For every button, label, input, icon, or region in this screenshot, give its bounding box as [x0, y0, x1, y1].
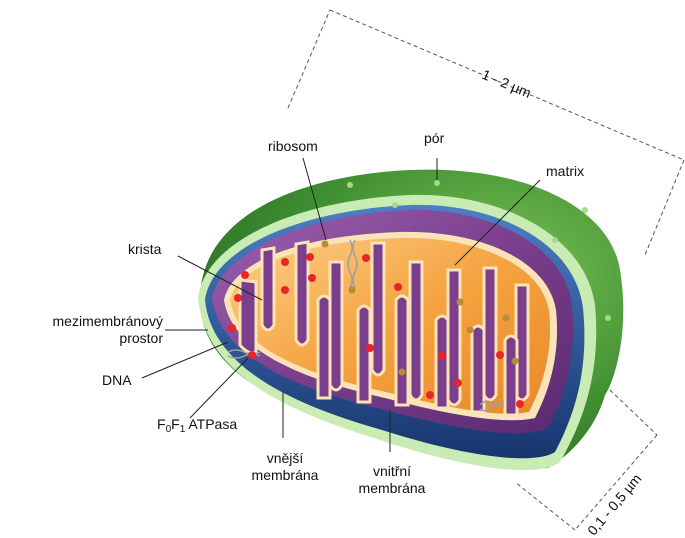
label-vnejsi-membrana: vnější membrána: [240, 450, 330, 484]
label-vnejsi-line2: membrána: [240, 467, 330, 484]
label-mezimembranovy-line2: prostor: [8, 330, 163, 347]
label-dna: DNA: [102, 372, 132, 389]
label-vnejsi-line1: vnější: [240, 450, 330, 467]
atpasa-f: F: [157, 416, 166, 432]
atpasa-f2: F: [171, 416, 180, 432]
label-krista: krista: [128, 241, 161, 258]
label-vnitrni-line1: vnitřní: [352, 463, 432, 480]
label-por: pór: [424, 130, 444, 147]
label-ribosom: ribosom: [268, 138, 318, 155]
label-vnitrni-membrana: vnitřní membrána: [352, 463, 432, 497]
label-mezimembranovy-line1: mezimembránový: [8, 313, 163, 330]
label-matrix: matrix: [546, 163, 584, 180]
label-mezimembranovy-prostor: mezimembránový prostor: [8, 313, 163, 347]
label-atpasa: F0F1 ATPasa: [157, 416, 237, 433]
atpasa-rest: ATPasa: [185, 416, 237, 432]
label-vnitrni-line2: membrána: [352, 480, 432, 497]
